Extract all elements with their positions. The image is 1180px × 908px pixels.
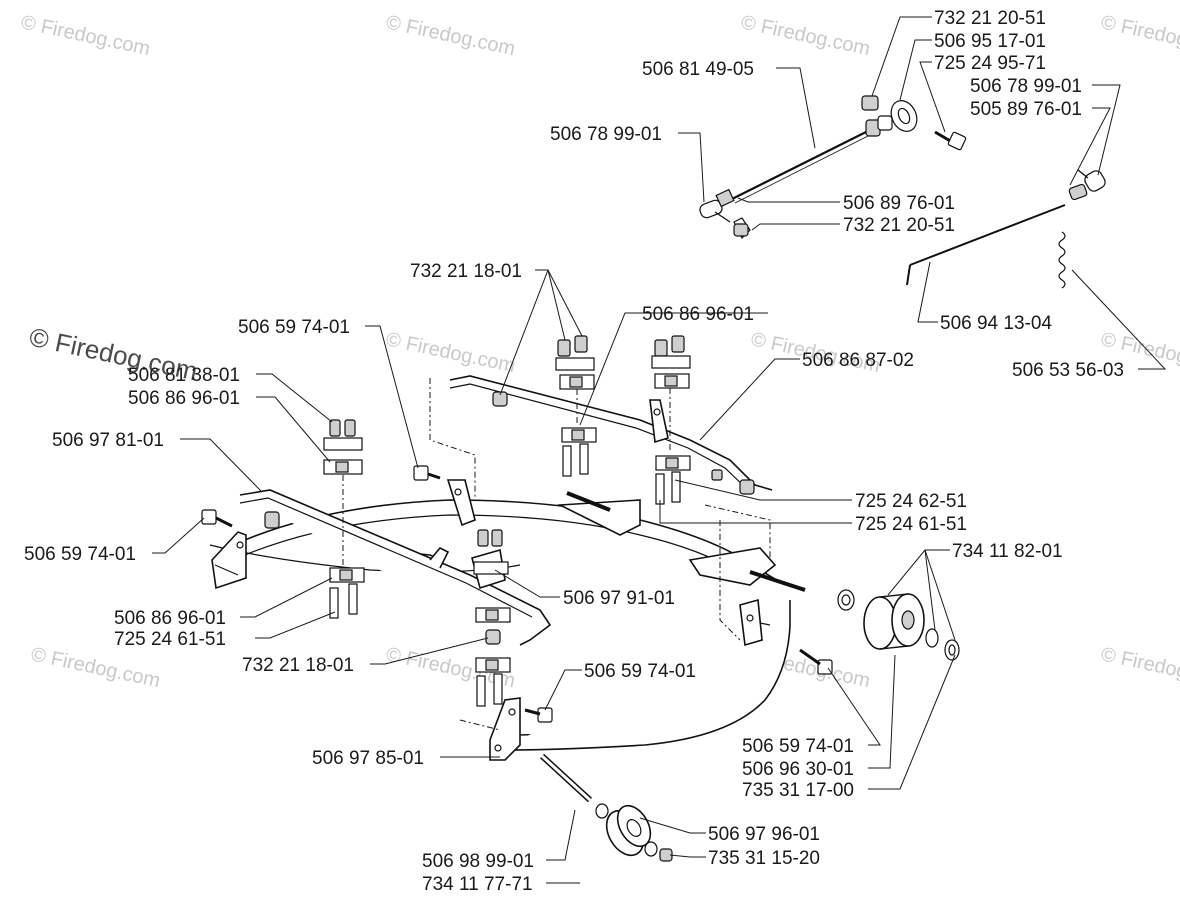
main-frame (209, 375, 806, 761)
part-number-label: 506 59 74-01 (584, 661, 696, 682)
wheels (539, 589, 960, 862)
part-number-label: 506 86 87-02 (802, 350, 914, 371)
part-number-label: 735 31 17-00 (742, 780, 854, 801)
watermark: © Firedog.com (29, 643, 162, 692)
part-number-label: 506 97 91-01 (563, 588, 675, 609)
part-number-label: 506 97 96-01 (708, 824, 820, 845)
part-number-label: 734 11 82-01 (952, 541, 1063, 562)
callout-labels: 732 21 20-51 506 95 17-01 725 24 95-71 5… (24, 8, 1124, 895)
upper-linkage (699, 95, 1106, 289)
part-number-label: 732 21 20-51 (934, 8, 1046, 29)
part-number-label: 725 24 95-71 (934, 53, 1046, 74)
part-number-label: 725 24 62-51 (855, 491, 967, 512)
part-number-label: 735 31 15-20 (708, 848, 820, 869)
part-number-label: 732 21 18-01 (410, 261, 522, 282)
watermark: © Firedog.com (19, 11, 152, 60)
part-number-label: 506 59 74-01 (238, 317, 350, 338)
part-number-label: 506 96 30-01 (742, 759, 854, 780)
part-number-label: 506 97 85-01 (312, 748, 424, 769)
part-number-label: 725 24 61-51 (114, 629, 226, 650)
part-number-label: 506 81 38-01 (128, 365, 240, 386)
part-number-label: 506 89 76-01 (843, 193, 955, 214)
part-number-label: 505 89 76-01 (970, 99, 1082, 120)
part-number-label: 506 86 96-01 (114, 608, 226, 629)
watermark: © Firedog.com (384, 11, 517, 60)
part-number-label: 506 53 56-03 (1012, 360, 1124, 381)
part-number-label: 725 24 61-51 (855, 514, 967, 535)
part-number-label: 506 95 17-01 (934, 31, 1046, 52)
part-number-label: 506 94 13-04 (940, 313, 1052, 334)
part-number-label: 732 21 18-01 (242, 655, 354, 676)
part-number-label: 506 81 49-05 (642, 59, 754, 80)
hardware (201, 335, 833, 731)
part-number-label: 506 86 96-01 (642, 304, 754, 325)
part-number-label: 734 11 77-71 (422, 874, 533, 895)
watermark: © Firedog.com (384, 328, 517, 377)
part-number-label: 506 86 96-01 (128, 388, 240, 409)
part-number-label: 506 78 99-01 (970, 76, 1082, 97)
watermark: © Firedog.com (1099, 643, 1180, 692)
part-number-label: 506 97 81-01 (52, 430, 164, 451)
part-number-label: 506 59 74-01 (24, 544, 136, 565)
part-number-label: 506 59 74-01 (742, 736, 854, 757)
part-number-label: 506 98 99-01 (422, 851, 534, 872)
watermark: © Firedog.com (739, 11, 872, 60)
leader-lines (152, 16, 1167, 884)
watermark: © Firedog.com (1099, 11, 1180, 60)
part-number-label: 506 78 99-01 (550, 124, 662, 145)
part-number-label: 732 21 20-51 (843, 215, 955, 236)
